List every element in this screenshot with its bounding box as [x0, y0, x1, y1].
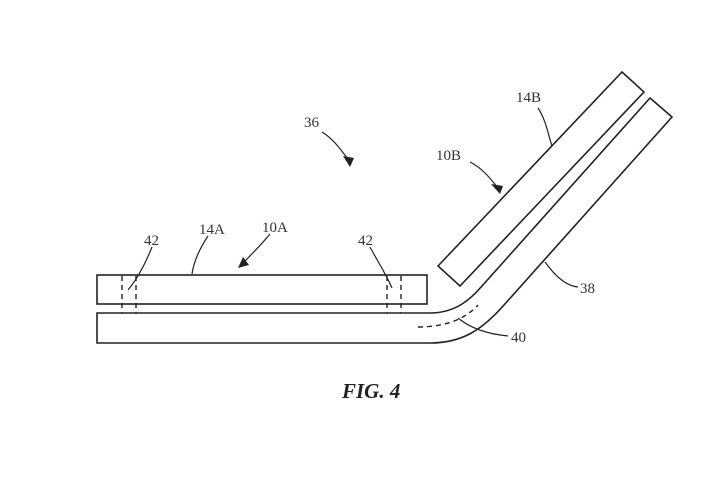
leader-40 [457, 317, 509, 337]
leader-42-right [369, 246, 393, 289]
leader-36-arrowhead [343, 156, 354, 167]
hinge-member-38 [96, 96, 674, 344]
label-38: 38 [580, 281, 595, 297]
label-14a: 14A [199, 222, 225, 238]
leader-10a-arrowhead [238, 257, 249, 268]
label-36: 36 [304, 115, 320, 131]
flex-path-40 [417, 304, 479, 328]
leader-10a [241, 233, 271, 265]
label-42-right: 42 [358, 233, 373, 249]
leader-10b-arrowhead [491, 184, 503, 194]
leader-42-left [127, 246, 153, 291]
display-14b-panel [436, 70, 646, 288]
label-42-left: 42 [144, 233, 159, 249]
label-10a: 10A [262, 220, 288, 236]
leader-14b [537, 107, 553, 147]
leader-14a [191, 235, 209, 275]
display-14a-panel [96, 274, 428, 305]
leader-38 [544, 261, 579, 288]
label-40: 40 [511, 330, 526, 346]
leader-10b [469, 161, 499, 189]
label-10b: 10B [436, 148, 461, 164]
label-14b: 14B [516, 90, 541, 106]
figure-caption: FIG. 4 [341, 379, 400, 403]
